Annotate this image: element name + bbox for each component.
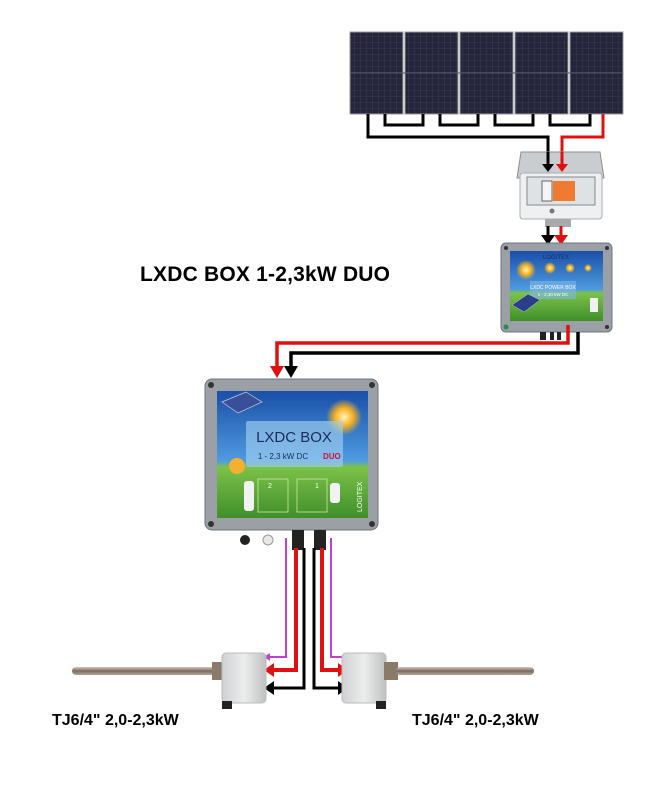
solar-array (349, 31, 624, 115)
lxdc-box-brand: LOGITEX (357, 481, 364, 512)
lxdc-box-title: LXDC BOX (256, 429, 332, 446)
power-box (500, 242, 613, 340)
power-to-lxdc-wires (270, 325, 580, 378)
power-box-title: LXDC POWER BOX (530, 285, 576, 291)
disconnect-wires (541, 152, 568, 245)
immersion-heater-left (72, 652, 267, 709)
heater-right-label: TJ6/4" 2,0-2,3kW (412, 712, 539, 729)
lxdc-box-subtitle: 1 - 2,3 kW DC (258, 452, 308, 461)
heater-wires (264, 538, 350, 695)
lxdc-output-2-label: 2 (268, 483, 272, 490)
heater-left-label: TJ6/4" 2,0-2,3kW (52, 712, 179, 729)
power-box-subtitle: 1 - 2,30 kW DC (538, 292, 570, 297)
lxdc-output-1-label: 1 (315, 483, 319, 490)
lxdc-box (204, 378, 379, 550)
panel-series-wiring (366, 114, 605, 160)
immersion-heater-right (341, 652, 534, 709)
power-box-brand: LOGITEX (543, 255, 569, 261)
lxdc-box-duo: DUO (323, 452, 341, 461)
diagram-title: LXDC BOX 1-2,3kW DUO (140, 263, 391, 286)
